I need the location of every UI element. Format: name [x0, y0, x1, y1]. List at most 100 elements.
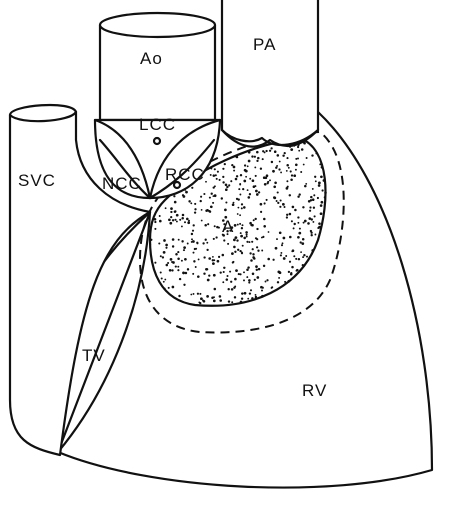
stipple-dot: [231, 301, 234, 304]
stipple-dot: [308, 217, 312, 220]
stipple-dot: [184, 257, 187, 261]
stipple-dot: [225, 201, 228, 204]
svc-opening-ellipse: [8, 110, 78, 123]
stipple-dot: [260, 285, 263, 289]
stipple-dot: [239, 232, 242, 235]
stipple-dot: [253, 155, 256, 158]
stipple-dot: [288, 194, 292, 197]
stipple-dot: [321, 189, 324, 192]
stipple-dot: [297, 157, 299, 160]
stipple-dot: [241, 292, 244, 295]
lcc-ostium: [152, 136, 162, 146]
stipple-dot: [303, 253, 306, 257]
stipple-dot: [268, 149, 272, 152]
stipple-dot: [197, 275, 200, 278]
stipple-dot: [254, 166, 257, 169]
stipple-dot: [216, 259, 220, 263]
stipple-dot: [163, 239, 166, 242]
stipple-dot: [254, 293, 257, 296]
stipple-dot: [294, 168, 297, 171]
tricuspid-valve-right-edge: [56, 210, 152, 454]
stipple-dot: [265, 149, 268, 153]
stipple-dot: [307, 199, 311, 203]
stipple-dot: [179, 218, 182, 221]
stipple-dot: [214, 174, 217, 177]
stipple-dot: [159, 271, 162, 274]
stipple-dot: [211, 259, 215, 262]
stipple-dot: [230, 180, 233, 183]
stipple-dot: [262, 150, 265, 153]
stipple-dot: [267, 257, 270, 261]
stipple-dot: [231, 261, 234, 264]
stipple-dot: [249, 221, 252, 225]
label-rv: RV: [302, 381, 327, 400]
stipple-dot: [277, 270, 281, 274]
stipple-dot: [190, 202, 193, 205]
stipple-dot: [233, 224, 237, 227]
stipple-dot: [247, 151, 251, 154]
stipple-dot: [317, 184, 321, 187]
stipple-dot: [276, 154, 280, 157]
stipple-dot: [252, 253, 255, 256]
stipple-dot: [168, 218, 171, 222]
stipple-dot: [310, 218, 313, 221]
stipple-dot: [177, 238, 180, 241]
stipple-dot: [250, 223, 253, 227]
stipple-dot: [173, 195, 176, 198]
stipple-dot: [266, 279, 269, 282]
stipple-dot: [311, 187, 314, 190]
stipple-dot: [162, 280, 165, 283]
stipple-dot: [270, 286, 273, 289]
stipple-dot: [312, 220, 315, 223]
stipple-dot: [233, 245, 236, 249]
stipple-dot: [226, 185, 229, 189]
stipple-dot: [223, 228, 226, 231]
stipple-dot: [285, 255, 288, 257]
stipple-dot: [224, 183, 228, 187]
stipple-dot: [225, 278, 229, 281]
stipple-dot: [319, 163, 322, 166]
stipple-dot: [171, 285, 175, 289]
stipple-dot: [210, 167, 213, 170]
stipple-dot: [203, 256, 206, 259]
stipple-dot: [302, 221, 305, 224]
stipple-dot: [226, 275, 229, 277]
stipple-dot: [293, 255, 296, 258]
stipple-dot: [320, 175, 323, 179]
stipple-dot: [182, 249, 186, 252]
stipple-dot: [243, 236, 246, 240]
stipple-dot: [311, 198, 315, 201]
stipple-dot: [165, 243, 168, 247]
aorta-top-ellipse: [98, 11, 217, 39]
stipple-dot: [186, 268, 190, 271]
stipple-dot: [293, 174, 297, 178]
pulmonary-artery: [220, 0, 320, 148]
stipple-dot: [314, 180, 317, 183]
stipple-dot: [245, 175, 248, 178]
stipple-dot: [279, 205, 282, 208]
stipple-dot: [291, 265, 294, 269]
stipple-dot: [236, 156, 239, 159]
stipple-dot: [167, 261, 170, 265]
stipple-dot: [188, 200, 191, 203]
stipple-dot: [184, 271, 188, 275]
stipple-dot: [259, 202, 263, 206]
stipple-dot: [314, 233, 317, 236]
stipple-dot: [322, 179, 326, 182]
stipple-dot: [213, 194, 217, 198]
stipple-dot: [285, 169, 288, 172]
stipple-dot: [251, 272, 255, 276]
stipple-dot: [237, 206, 240, 209]
stipple-dot: [241, 244, 244, 247]
stipple-dot: [245, 233, 248, 236]
stipple-dot: [247, 297, 250, 300]
stipple-dot: [251, 297, 254, 300]
stipple-dot: [180, 225, 183, 228]
stipple-dot: [196, 242, 199, 245]
stipple-dot: [150, 238, 153, 241]
stipple-dot: [318, 222, 321, 225]
stipple-dot: [215, 236, 218, 239]
stipple-dot: [257, 156, 260, 160]
pulmonary-valve-scallops: [220, 128, 320, 146]
label-ao: Ao: [140, 49, 163, 68]
